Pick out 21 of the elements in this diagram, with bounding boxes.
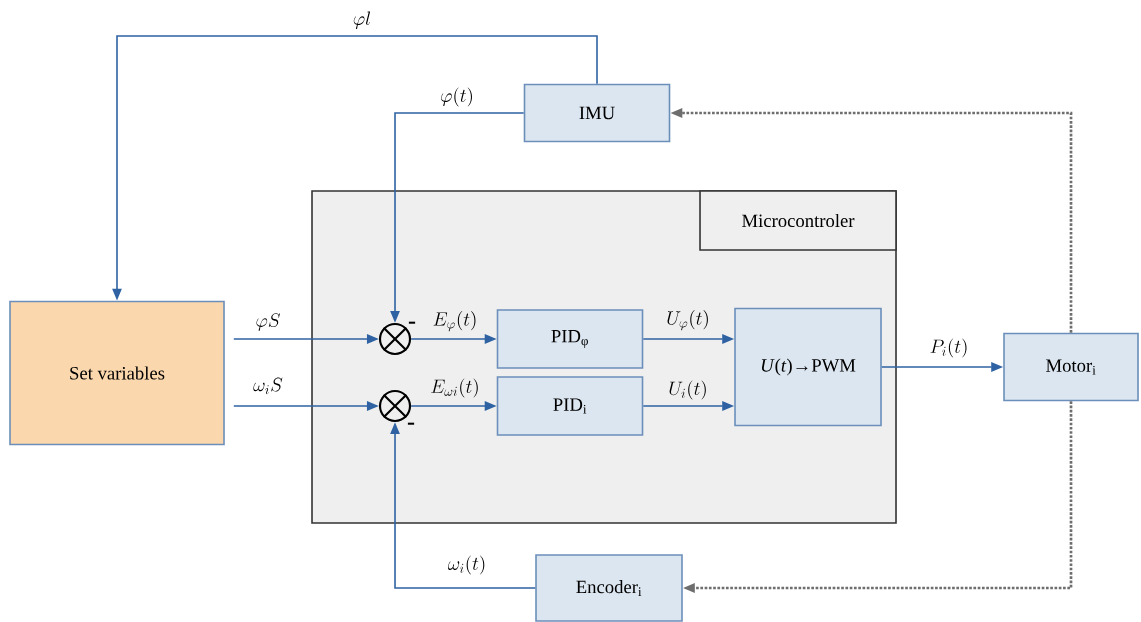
process-box: PID$_{φ}$ [496,309,644,369]
summing-junction [378,389,412,423]
edge-label: $\varphi(t)$ [438,86,476,108]
edge-label: $U_i(t)$ [666,379,710,401]
process-box: Encoder$_{i}$ [535,554,683,622]
process-box: PID$_{i}$ [496,376,644,436]
edge-label: $\omega_i S$ [251,376,285,396]
minus-sign: - [408,321,416,324]
minus-sign: - [407,422,415,425]
process-box: Motor$_{i}$ [1003,332,1139,402]
summing-junction [378,322,412,356]
process-box: IMU [523,83,671,143]
heading-box: Microcontroler [699,190,897,251]
edge-label: $E_{\varphi}(t)$ [431,309,479,333]
edge-label: $\varphi S$ [254,312,282,332]
process-box: Set variables [9,300,225,446]
edge-label: $\varphi l$ [351,10,373,30]
edge-label: $E_{\omega i}(t)$ [429,377,481,399]
process-box: U(t)→PWM [734,307,882,427]
edge-label: $P_i(t)$ [928,337,970,359]
edge-label: $\omega_i(t)$ [446,554,488,576]
